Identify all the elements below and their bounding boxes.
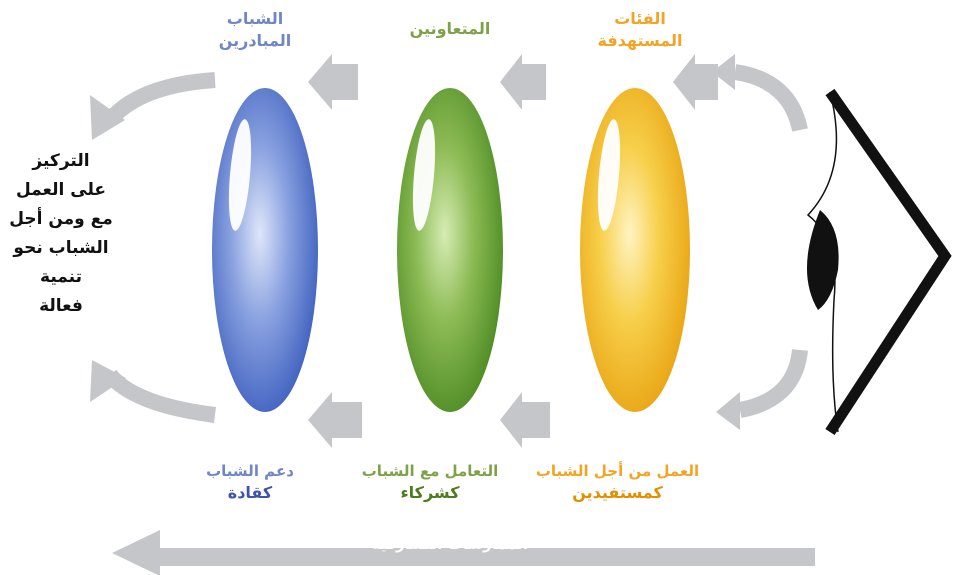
focus-line: الشباب نحو	[0, 234, 122, 263]
stage-bottom-label-blue: دعم الشباب كقادة	[190, 460, 310, 504]
stage-top-label-line1: المتعاونين	[395, 18, 505, 40]
stage-bottom-label-strong: كمستفيدين	[525, 482, 710, 504]
focus-line: مع ومن أجل	[0, 205, 122, 234]
focus-text: التركيز على العمل مع ومن أجل الشباب نحو …	[0, 147, 122, 321]
stage-bottom-label-text: دعم الشباب	[190, 460, 310, 482]
stage-bottom-label-text: العمل من أجل الشباب	[525, 460, 710, 482]
stage-bottom-label-text: التعامل مع الشباب	[345, 460, 515, 482]
stage-bottom-label-strong: كقادة	[190, 482, 310, 504]
stage-top-label-blue: الشباب المبادرين	[200, 8, 310, 52]
curved-arrow-bottom-right	[740, 350, 800, 410]
arrowhead-bottom-left	[90, 360, 126, 402]
lens-green	[397, 88, 503, 412]
arrow-bottom-1	[500, 392, 550, 448]
curved-arrow-top-right	[735, 72, 800, 130]
stage-top-label-line2: المستهدفة	[585, 30, 695, 52]
stage-top-label-line1: الشباب	[200, 8, 310, 30]
arrow-bottom-2	[308, 392, 362, 448]
focus-line: تنمية	[0, 263, 122, 292]
focus-line: على العمل	[0, 176, 122, 205]
practices-label: الممارسات التشاركية	[360, 535, 540, 553]
focus-line: فعالة	[0, 292, 122, 321]
arrow-top-2	[500, 54, 546, 110]
lens-gold	[580, 88, 690, 412]
arrowhead-bottom-right	[716, 392, 740, 430]
curved-arrow-top-left	[110, 80, 215, 120]
stage-top-label-line1: الفئات	[585, 8, 695, 30]
stage-bottom-label-strong: كشركاء	[345, 482, 515, 504]
lens-blue	[212, 88, 318, 412]
arrow-top-3	[308, 54, 358, 110]
stage-top-label-green: المتعاونين	[395, 18, 505, 40]
eye-icon	[807, 92, 945, 432]
curved-arrow-bottom-left	[110, 375, 215, 415]
arrow-top-1	[673, 54, 718, 110]
stage-bottom-label-gold: العمل من أجل الشباب كمستفيدين	[525, 460, 710, 504]
stage-top-label-gold: الفئات المستهدفة	[585, 8, 695, 52]
stage-bottom-label-green: التعامل مع الشباب كشركاء	[345, 460, 515, 504]
stage-top-label-line2: المبادرين	[200, 30, 310, 52]
focus-line: التركيز	[0, 147, 122, 176]
